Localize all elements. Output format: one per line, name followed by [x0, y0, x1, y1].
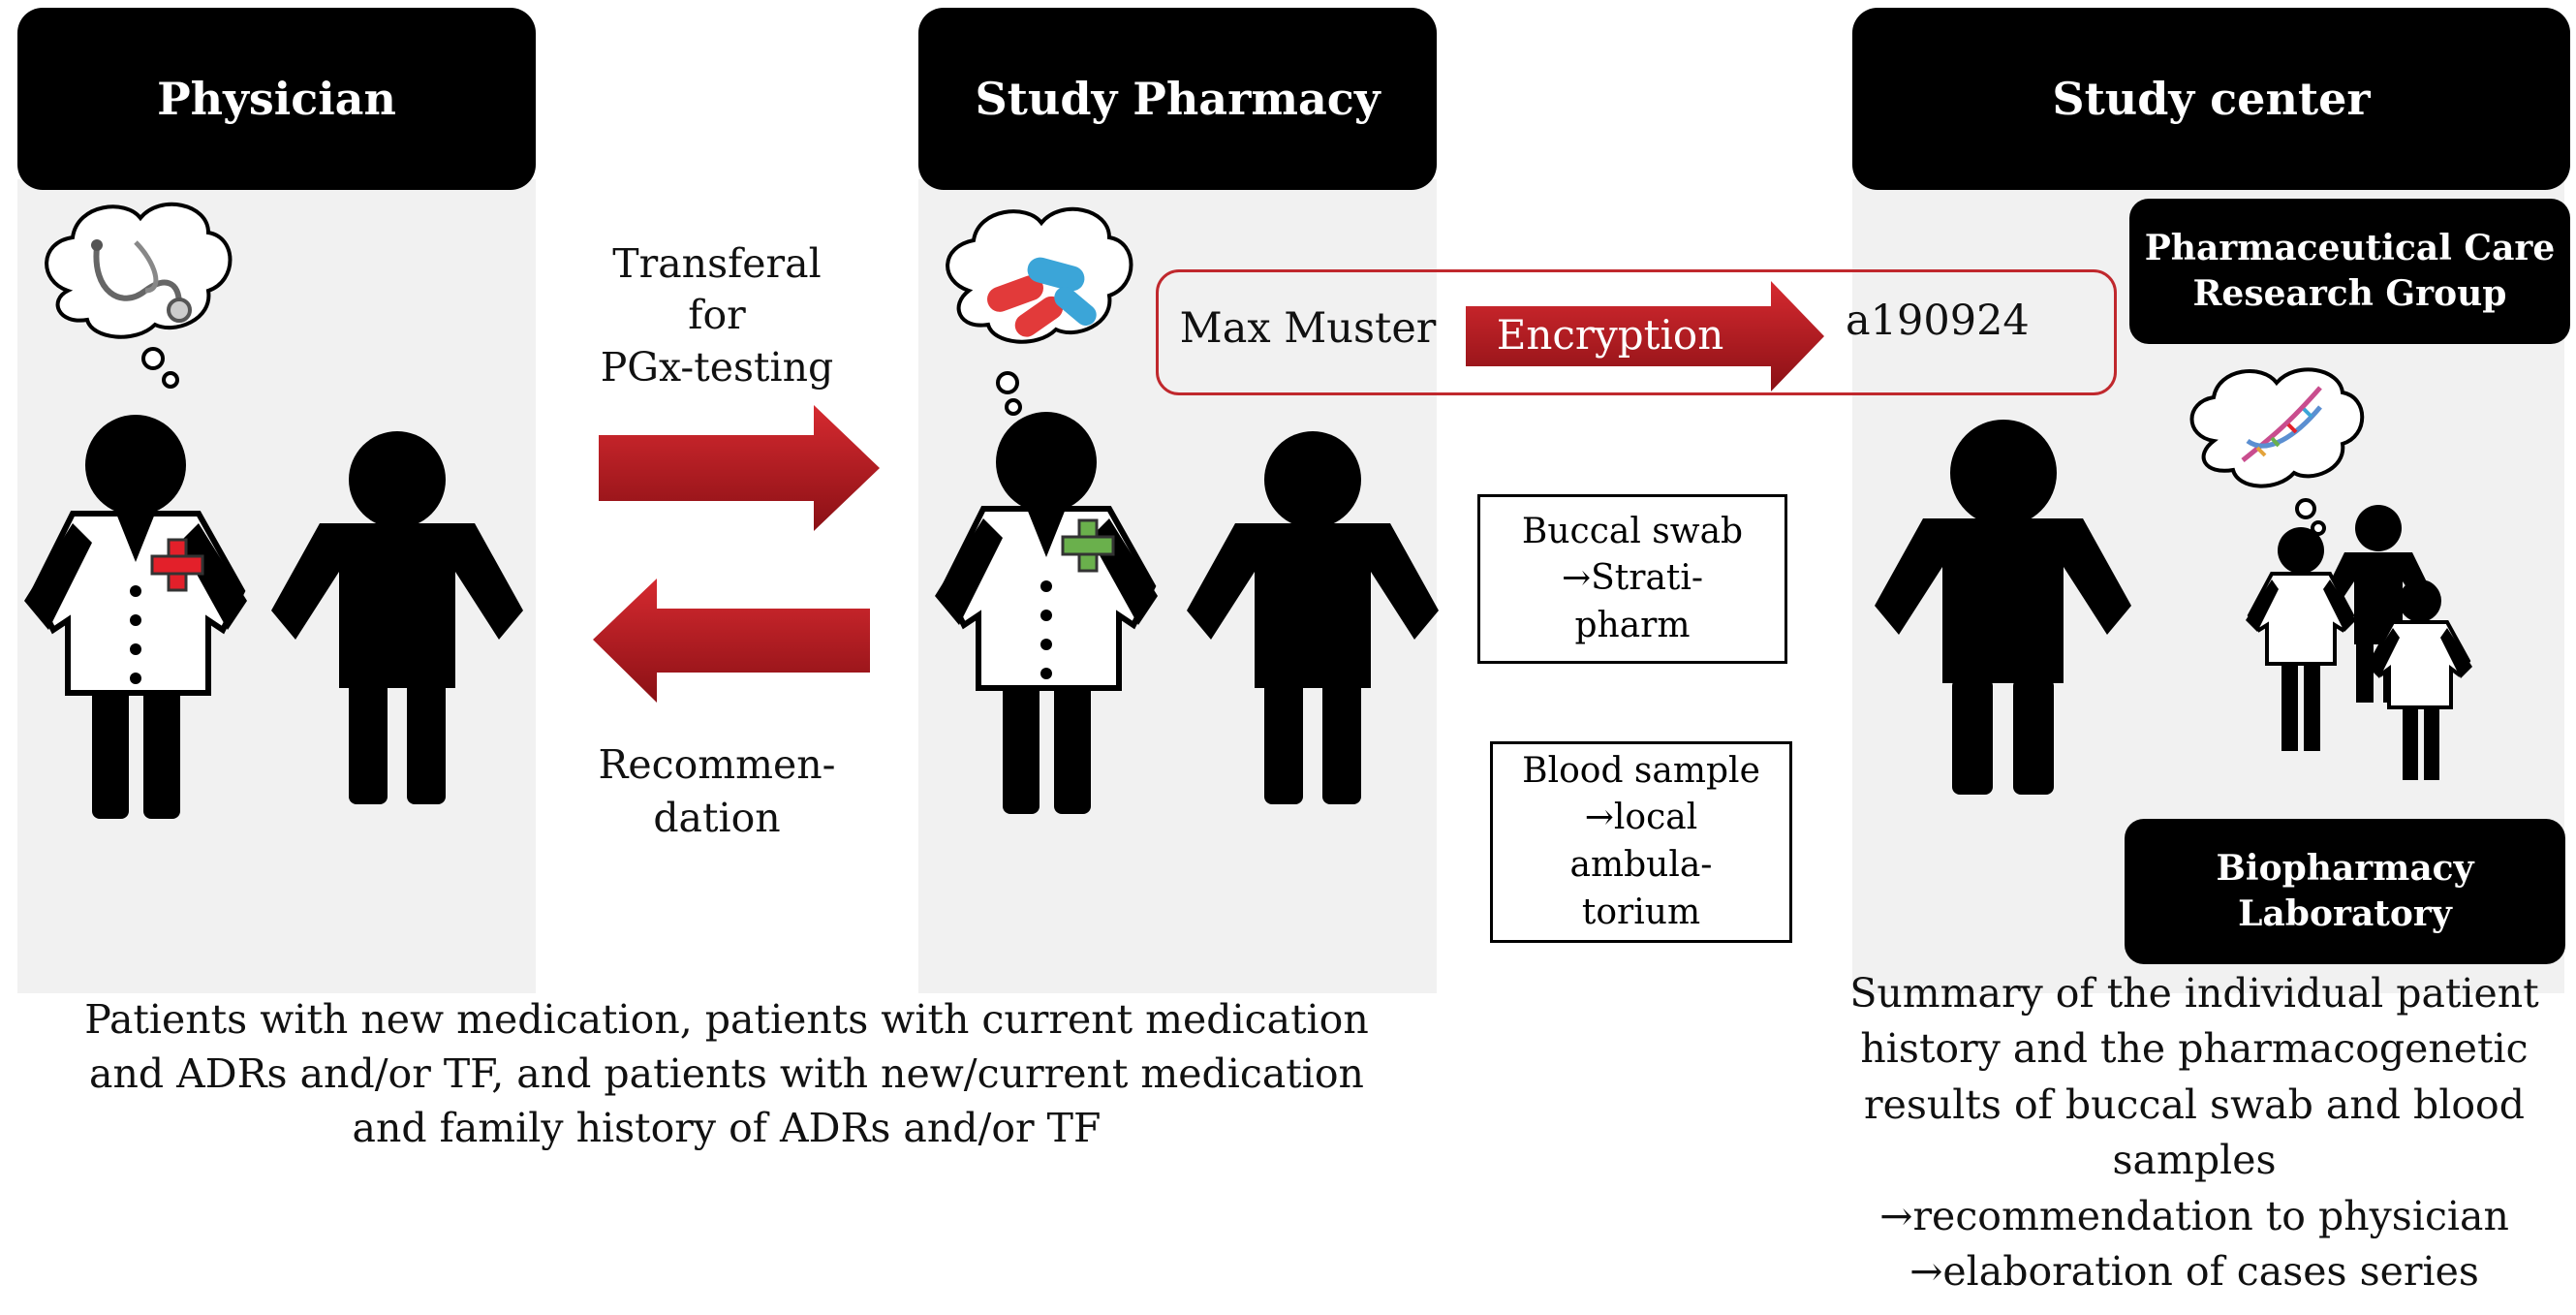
blood-sample-box: Blood sample →local ambula- torium: [1490, 741, 1792, 943]
physician-patient-icon: [271, 431, 523, 804]
pills-thought: [946, 206, 1133, 416]
physician-doctor-icon: [24, 415, 247, 819]
biopharmacy-laboratory: Biopharmacy Laboratory: [2125, 819, 2565, 964]
research-group-icon: [2246, 505, 2472, 780]
red-cross-icon: [150, 538, 204, 592]
center-header: Study center: [1852, 8, 2570, 190]
forward-arrow: [599, 405, 880, 531]
stethoscope-thought: [45, 202, 233, 389]
encrypted-code: a190924: [1846, 297, 2030, 345]
back-arrow-label: Recommen- dation: [598, 741, 836, 842]
summary-caption: Summary of the individual patient histor…: [1849, 970, 2539, 1295]
plain-name: Max Muster: [1179, 304, 1437, 353]
pills-icon: [987, 257, 1097, 337]
patients-caption: Patients with new medication, patients w…: [84, 996, 1369, 1151]
green-cross-icon: [1061, 518, 1115, 573]
encryption-frame: [1156, 269, 2117, 395]
physician-header: Physician: [17, 8, 536, 190]
encryption-label: Encryption: [1497, 311, 1724, 359]
dna-thought: [2189, 367, 2365, 536]
back-arrow: [593, 579, 870, 703]
stethoscope-icon: [91, 239, 192, 323]
pharmaceutical-care-research-group: Pharmaceutical Care Research Group: [2129, 199, 2570, 344]
pharmacist-doctor-icon: [935, 412, 1158, 814]
buccal-swab-box: Buccal swab →Strati- pharm: [1477, 494, 1787, 664]
forward-arrow-label: Transferal for PGx-testing: [600, 240, 834, 391]
encryption-arrow: Encryption: [1466, 281, 1824, 391]
pharmacy-header: Study Pharmacy: [918, 8, 1437, 190]
dna-icon: [2241, 386, 2322, 462]
pharmacy-patient-icon: [1187, 431, 1439, 804]
center-patient-icon: [1875, 420, 2131, 795]
